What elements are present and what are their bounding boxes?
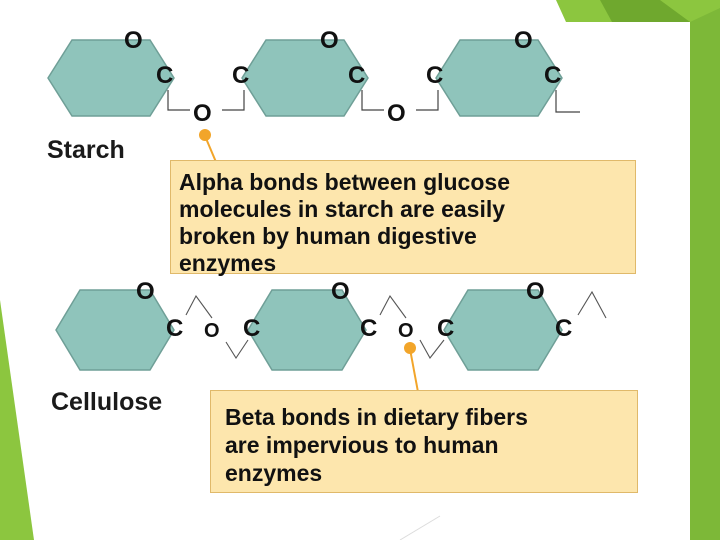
cellulose-bonds [185, 290, 607, 360]
starch-callout-line-2: molecules in starch are easily [179, 196, 506, 222]
cellulose-ring-1 [55, 289, 175, 371]
starch-callout-line-1: Alpha bonds between glucose [179, 169, 510, 195]
starch-callout-line-4: enzymes [179, 250, 277, 276]
starch-ring-3 [435, 39, 563, 117]
starch-callout-line-3: broken by human digestive [179, 223, 477, 249]
starch-ring-2 [241, 39, 369, 117]
starch-atom-o-top-1: O [124, 27, 143, 54]
cellulose-callout: Beta bonds in dietary fibers are impervi… [210, 390, 638, 493]
starch-bonds [167, 90, 580, 113]
cellulose-ring-3 [443, 289, 563, 371]
cellulose-atom-o-bridge-2: O [398, 320, 414, 342]
cellulose-atom-o-top-2: O [331, 278, 350, 305]
starch-atom-o-top-3: O [514, 27, 533, 54]
cellulose-callout-line-1: Beta bonds in dietary fibers [225, 404, 528, 430]
cellulose-atom-c-5: C [555, 315, 573, 342]
starch-callout: Alpha bonds between glucose molecules in… [170, 160, 636, 276]
cellulose-atom-o-bridge-1: O [204, 320, 220, 342]
starch-atom-o-bridge-1: O [193, 100, 212, 127]
cellulose-atom-o-top-3: O [526, 278, 545, 305]
starch-ring-1 [47, 39, 175, 117]
starch-atom-c-4: C [426, 62, 444, 89]
starch-label: Starch [47, 136, 125, 164]
starch-atom-c-2: C [232, 62, 250, 89]
cellulose-callout-line-3: enzymes [225, 460, 323, 486]
starch-atom-c-3: C [348, 62, 366, 89]
starch-atom-c-1: C [156, 62, 174, 89]
cellulose-atom-o-top-1: O [136, 278, 155, 305]
cellulose-label: Cellulose [51, 388, 163, 416]
starch-atom-o-top-2: O [320, 27, 339, 54]
cellulose-ring-2 [247, 289, 367, 371]
cellulose-atom-c-1: C [166, 315, 184, 342]
starch-atom-c-5: C [544, 62, 562, 89]
starch-atom-o-bridge-2: O [387, 100, 406, 127]
cellulose-callout-line-2: are impervious to human [225, 432, 499, 458]
cellulose-atom-c-4: C [437, 315, 455, 342]
cellulose-atom-c-3: C [360, 315, 378, 342]
callout-pointers [199, 129, 419, 393]
cellulose-atom-c-2: C [243, 315, 261, 342]
